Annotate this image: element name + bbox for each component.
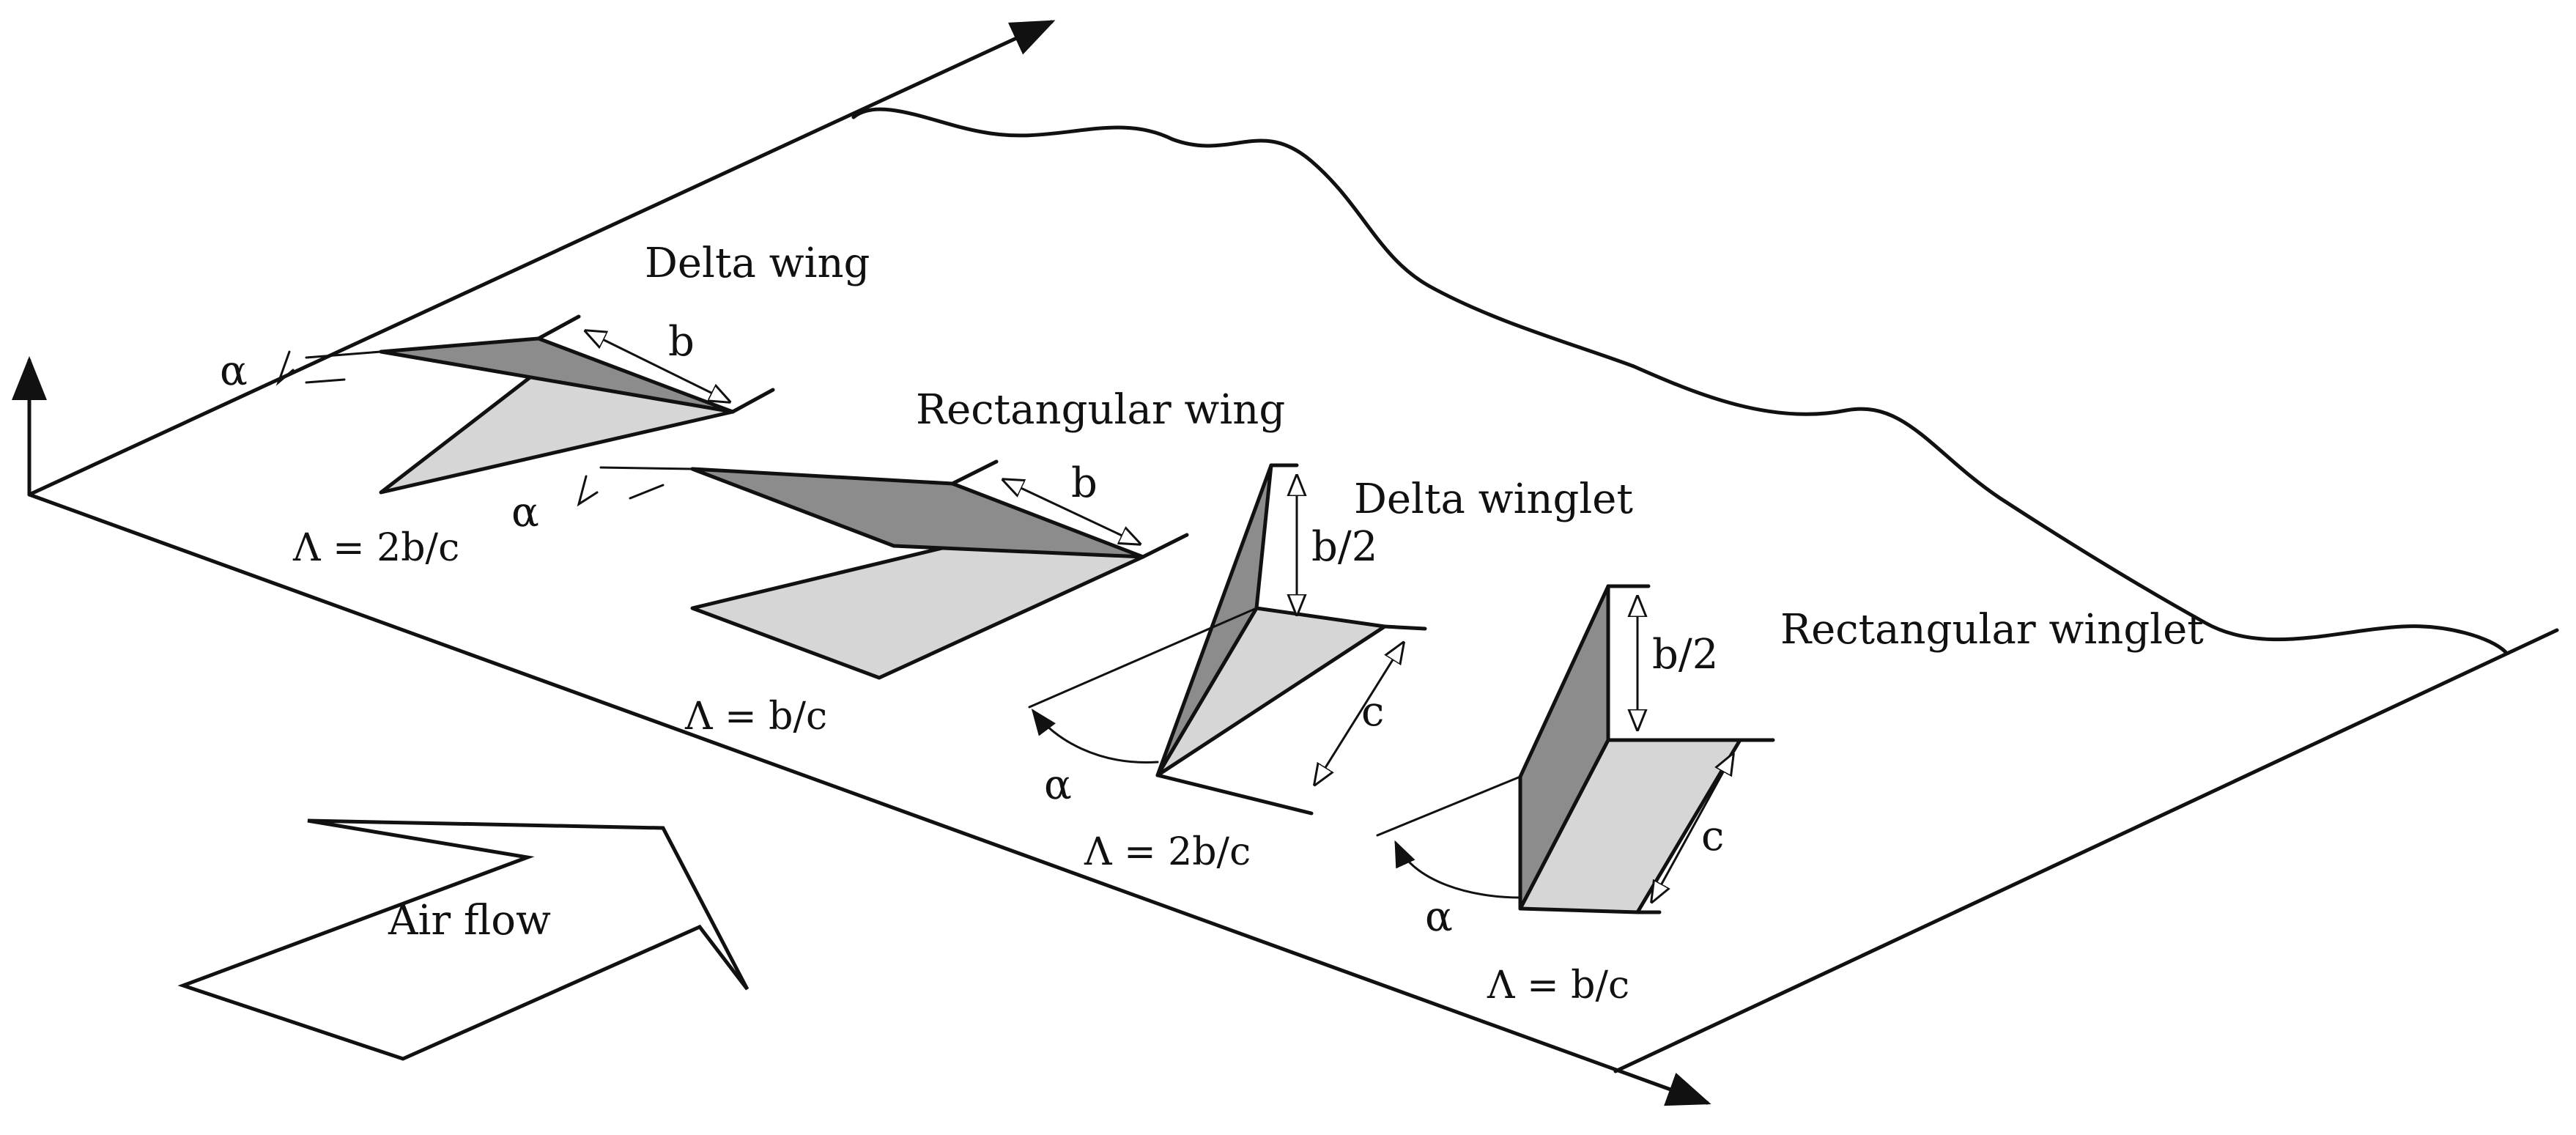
axis-bottom (27, 492, 1711, 1106)
rect-winglet-b-half: b/2 (1652, 631, 1718, 679)
eq-rectangular-winglet: Λ = b/c (1487, 964, 1629, 1008)
rect-wing-lower-face (690, 536, 1145, 680)
plate-wavy-edge (851, 107, 2508, 654)
rectangular-wing (577, 459, 1189, 680)
label-delta-wing: Delta wing (645, 240, 870, 287)
rect-winglet-c: c (1701, 813, 1724, 860)
eq-rectangular-wing: Λ = b/c (684, 695, 827, 739)
eq-delta-winglet: Λ = 2b/c (1084, 830, 1251, 874)
delta-winglet-b-half: b/2 (1311, 523, 1377, 571)
delta-winglet (1028, 463, 1427, 816)
delta-winglet-alpha: α (1044, 761, 1072, 809)
label-air-flow: Air flow (388, 897, 551, 944)
plate-right-edge (1613, 628, 2559, 1073)
rect-winglet-alpha: α (1425, 893, 1453, 941)
rect-wing-alpha: α (511, 489, 539, 536)
delta-wing-alpha: α (220, 347, 248, 395)
delta-winglet-vertical-face (1155, 463, 1273, 777)
label-rectangular-winglet: Rectangular winglet (1780, 606, 2204, 654)
delta-winglet-c: c (1361, 688, 1384, 736)
eq-delta-wing: Λ = 2b/c (292, 526, 459, 570)
delta-wing-b: b (668, 318, 695, 366)
rect-wing-b: b (1071, 459, 1098, 507)
label-delta-winglet: Delta winglet (1354, 476, 1633, 523)
axis-top (27, 20, 1056, 497)
air-flow-arrow (177, 818, 750, 1061)
delta-wing (275, 314, 775, 495)
label-rectangular-wing: Rectangular wing (916, 386, 1285, 434)
rectangular-winglet (1376, 584, 1775, 914)
plate (11, 20, 2559, 1106)
